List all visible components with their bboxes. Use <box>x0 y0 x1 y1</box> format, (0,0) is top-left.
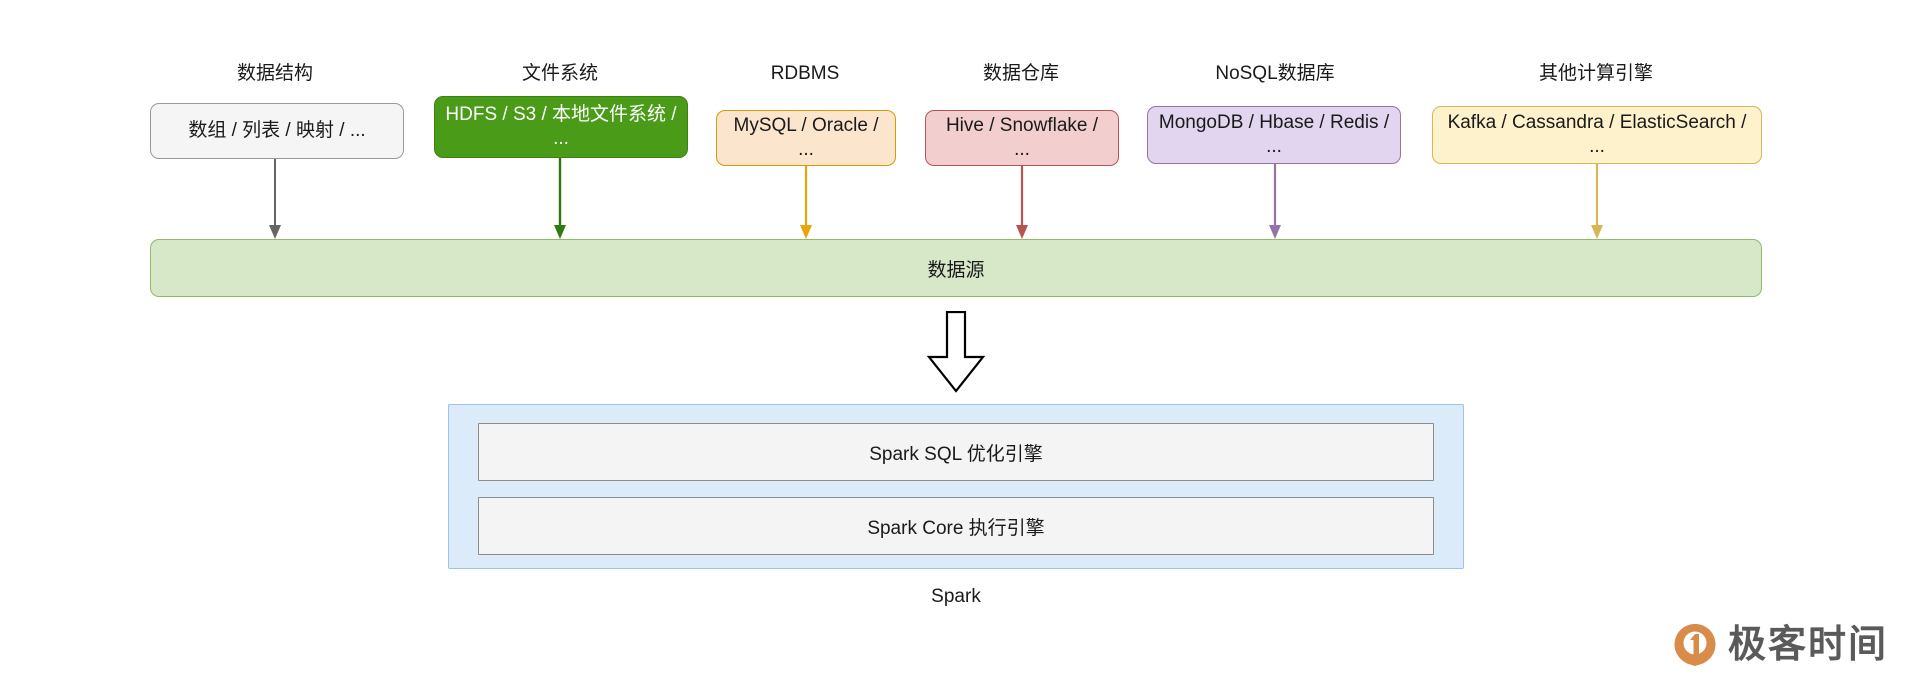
column-title-file-system: 文件系统 <box>521 63 599 84</box>
spark-layer-sql-optimizer[interactable]: Spark SQL 优化引擎 <box>478 423 1434 481</box>
source-box-nosql-database[interactable]: MongoDB / Hbase / Redis / ... <box>1147 106 1401 164</box>
connector-arrow-file-system <box>551 158 569 239</box>
spark-layer-core-engine[interactable]: Spark Core 执行引擎 <box>478 497 1434 555</box>
connector-arrow-data-structure <box>266 159 284 239</box>
source-box-file-system[interactable]: HDFS / S3 / 本地文件系统 / ... <box>434 96 688 158</box>
spark-caption: Spark <box>931 586 981 607</box>
connector-arrow-rdbms <box>797 166 815 239</box>
source-box-rdbms[interactable]: MySQL / Oracle / ... <box>716 110 896 166</box>
datasource-bar[interactable]: 数据源 <box>150 239 1762 297</box>
datasource-label: 数据源 <box>927 259 985 281</box>
connector-arrow-other-compute-engines <box>1588 164 1606 239</box>
column-title-nosql-database: NoSQL数据库 <box>1215 63 1335 84</box>
geektime-logo-icon <box>1672 622 1718 668</box>
watermark: 极客时间 <box>1672 622 1888 668</box>
source-box-data-structure[interactable]: 数组 / 列表 / 映射 / ... <box>150 103 404 159</box>
source-box-other-compute-engines[interactable]: Kafka / Cassandra / ElasticSearch / ... <box>1432 106 1762 164</box>
connector-arrow-nosql-database <box>1266 164 1284 239</box>
column-title-data-structure: 数据结构 <box>236 63 314 84</box>
watermark-text: 极客时间 <box>1728 624 1889 666</box>
column-title-other-compute-engines: 其他计算引擎 <box>1538 63 1654 84</box>
flow-down-arrow-icon <box>925 310 987 393</box>
source-box-data-warehouse[interactable]: Hive / Snowflake / ... <box>925 110 1119 166</box>
connector-arrow-data-warehouse <box>1013 166 1031 239</box>
column-title-rdbms: RDBMS <box>770 63 840 84</box>
column-title-data-warehouse: 数据仓库 <box>982 63 1060 84</box>
